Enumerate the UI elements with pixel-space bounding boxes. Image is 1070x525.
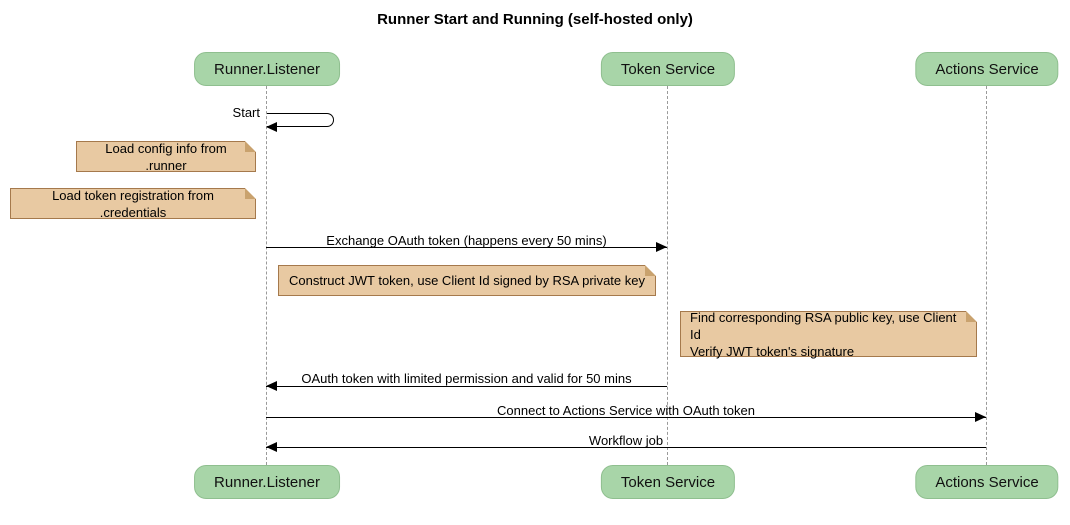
lifeline-actions-service	[986, 86, 987, 465]
participant-token-service-top: Token Service	[600, 52, 736, 86]
arrowhead-right-icon	[656, 242, 667, 252]
note-load-config: Load config info from .runner	[76, 140, 256, 173]
message-workflow-label: Workflow job	[588, 433, 664, 448]
message-connect-label: Connect to Actions Service with OAuth to…	[497, 403, 755, 418]
message-oauth-return-label: OAuth token with limited permission and …	[301, 371, 632, 386]
note-construct-jwt-text: Construct JWT token, use Client Id signe…	[289, 273, 645, 288]
lifeline-token-service	[667, 86, 668, 465]
participant-runner-listener-top: Runner.Listener	[194, 52, 340, 86]
participant-token-service-bottom: Token Service	[600, 465, 736, 499]
lifeline-runner-listener	[266, 86, 267, 465]
arrowhead-right-icon	[975, 412, 986, 422]
note-verify-jwt-line2: Verify JWT token's signature	[690, 343, 855, 359]
message-start-label: Start	[232, 105, 260, 120]
participant-runner-listener-bottom: Runner.Listener	[194, 465, 340, 499]
message-oauth-return-line	[266, 386, 667, 387]
note-verify-jwt-line1: Find corresponding RSA public key, use C…	[690, 309, 957, 342]
message-workflow-line	[266, 447, 986, 448]
arrowhead-left-icon	[266, 442, 277, 452]
note-load-config-text: Load config info from .runner	[105, 140, 227, 173]
note-load-credentials: Load token registration from .credential…	[10, 187, 256, 220]
note-verify-jwt: Find corresponding RSA public key, use C…	[680, 309, 977, 359]
participant-actions-service-bottom: Actions Service	[915, 465, 1059, 499]
message-exchange-label: Exchange OAuth token (happens every 50 m…	[326, 233, 607, 248]
participant-actions-service-top: Actions Service	[915, 52, 1059, 86]
arrowhead-left-icon	[266, 122, 277, 132]
self-message-loop	[267, 113, 334, 127]
note-construct-jwt: Construct JWT token, use Client Id signe…	[278, 265, 656, 296]
arrowhead-left-icon	[266, 381, 277, 391]
diagram-title: Runner Start and Running (self-hosted on…	[377, 11, 693, 28]
note-load-credentials-text: Load token registration from .credential…	[52, 187, 214, 220]
message-exchange-line	[266, 247, 667, 248]
message-connect-line	[266, 417, 986, 418]
